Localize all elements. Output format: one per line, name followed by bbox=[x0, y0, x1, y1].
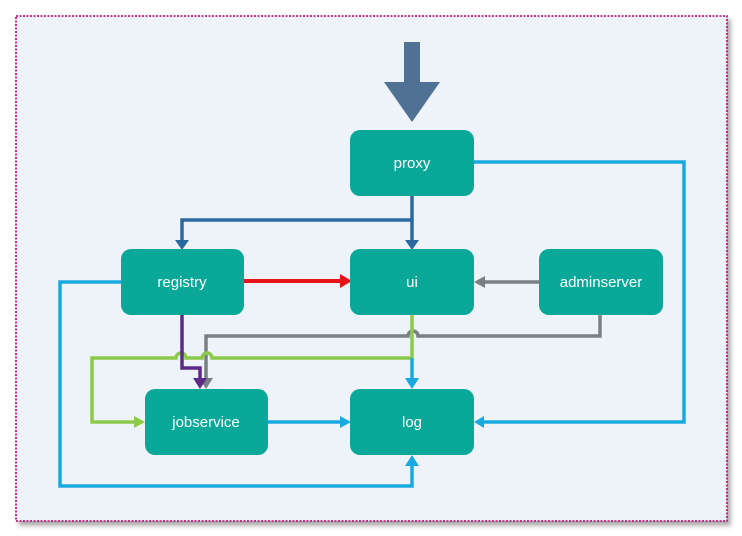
node-adminserver-label: adminserver bbox=[560, 274, 643, 291]
node-proxy-label: proxy bbox=[394, 155, 431, 172]
arrowhead-adminserver-to-ui bbox=[474, 276, 485, 288]
arrowhead-ui-to-log bbox=[405, 378, 419, 389]
arrowhead-to-registry bbox=[175, 240, 189, 250]
arrowhead-proxy-to-log bbox=[474, 416, 484, 428]
node-jobservice: jobservice bbox=[145, 389, 268, 455]
ui-to-jobservice-connector bbox=[90, 315, 414, 424]
node-registry: registry bbox=[121, 249, 244, 315]
arrowhead-registry-to-log bbox=[405, 455, 419, 466]
node-proxy: proxy bbox=[350, 130, 474, 196]
registry-to-jobservice-connector bbox=[180, 315, 202, 378]
node-registry-label: registry bbox=[157, 274, 207, 291]
proxy-to-log-connector bbox=[474, 160, 686, 424]
node-ui: ui bbox=[350, 249, 474, 315]
proxy-to-registry-and-ui-connector bbox=[180, 196, 414, 242]
arrowhead-ui-to-jobservice bbox=[134, 416, 145, 428]
node-jobservice-label: jobservice bbox=[171, 414, 240, 431]
incoming-traffic-arrow bbox=[384, 42, 440, 122]
node-adminserver: adminserver bbox=[539, 249, 663, 315]
arrowhead-to-ui bbox=[405, 240, 419, 250]
node-log-label: log bbox=[402, 414, 422, 431]
node-ui-label: ui bbox=[406, 274, 418, 291]
node-log: log bbox=[350, 389, 474, 455]
arrowhead-jobservice-to-log bbox=[340, 416, 351, 428]
registry-to-log-connector bbox=[58, 280, 414, 488]
arrowhead-registry-to-ui bbox=[340, 274, 352, 288]
arrowhead-registry-to-jobservice bbox=[193, 378, 207, 389]
